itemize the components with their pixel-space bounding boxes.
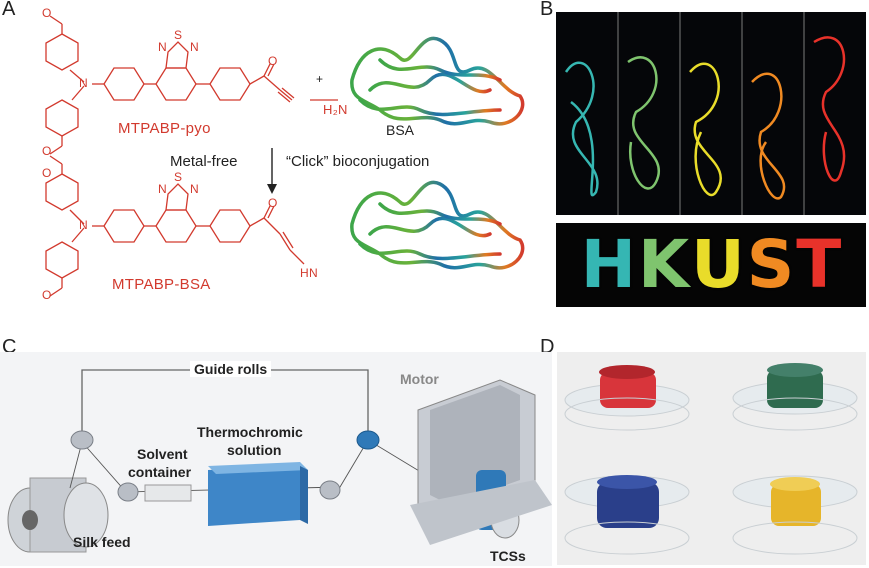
atom-n-bottom-1: N [158, 182, 167, 196]
hkust-letter-s: S [746, 226, 795, 303]
label-silk-feed: Silk feed [73, 534, 131, 550]
atom-n-top-2: N [190, 40, 199, 54]
atom-n-amine-bottom: N [79, 218, 88, 232]
hkust-letter-t: T [796, 226, 842, 303]
methoxy-o-2: O [42, 144, 52, 158]
amine-group: H₂N [323, 102, 348, 117]
compound-label-top: MTPABP-pyo [118, 120, 211, 137]
silk-feed-spool [7, 477, 109, 553]
spools-photo [557, 352, 866, 565]
motor-unit [410, 379, 552, 545]
label-tcss: TCSs [490, 548, 526, 564]
hkust-embroidery: H K U S T [556, 223, 866, 307]
panel-label-a: A [2, 0, 16, 20]
panel-label-b: B [540, 0, 554, 20]
atom-n-bottom-2: N [190, 182, 199, 196]
vials-threads [564, 12, 846, 215]
atom-n-amine-top: N [79, 76, 88, 90]
vials-photo [556, 12, 866, 215]
hkust-letter-u: U [691, 226, 745, 303]
reaction-condition-left: Metal-free [170, 153, 238, 170]
atom-n-top-1: N [158, 40, 167, 54]
hkust-letter-h: H [580, 226, 636, 303]
methoxy-o-3: O [42, 166, 52, 180]
label-guide-rolls: Guide rolls [190, 361, 272, 377]
protein-label-bsa: BSA [386, 122, 415, 138]
hkust-letter-k: K [637, 226, 690, 303]
label-motor: Motor [400, 371, 439, 387]
label-thermochromic-1: Thermochromic [197, 424, 303, 440]
label-solvent-2: container [128, 464, 192, 480]
atom-s-bottom: S [174, 170, 183, 184]
methoxy-o-4: O [42, 288, 52, 302]
label-thermochromic-2: solution [227, 442, 282, 458]
methoxy-o-1: O [42, 6, 52, 20]
atom-o-top: O [268, 54, 278, 68]
atom-o-bottom: O [268, 196, 278, 210]
compound-label-bottom: MTPABP-BSA [112, 276, 211, 293]
reaction-condition-right: “Click” bioconjugation [286, 153, 430, 170]
atom-s-top: S [174, 28, 183, 42]
amine-link: HN [300, 266, 318, 280]
spools [564, 363, 858, 555]
plus-sign: + [316, 72, 324, 86]
label-solvent-1: Solvent [137, 446, 188, 462]
